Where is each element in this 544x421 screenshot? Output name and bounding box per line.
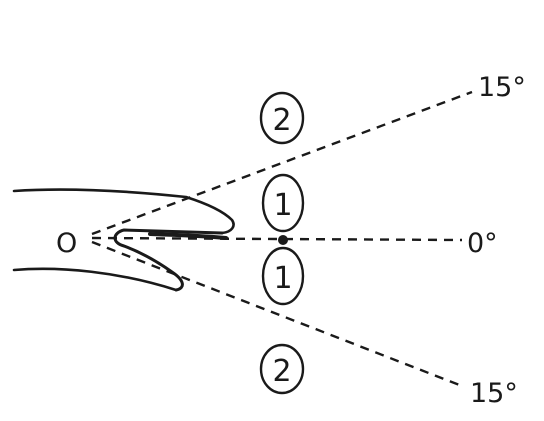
lower-15-degree-line [91,240,463,388]
angle-label-top: 15° [478,72,526,103]
gripper-lower-edge [12,267,178,292]
gripper-sketch [12,188,235,292]
marker-upper-outer: 2 [259,91,305,145]
angle-label-bottom: 15° [470,378,518,409]
gripper-upper-edge [12,188,235,235]
svg-text:2: 2 [272,354,291,389]
center-0-degree-line [91,236,463,242]
marker-lower-outer: 2 [259,343,305,395]
marker-lower-inner: 1 [261,246,305,306]
marker-upper-inner: 1 [261,173,305,233]
jaw-tip-shadow [148,232,228,240]
origin-label: O [56,228,77,259]
svg-text:2: 2 [272,103,291,138]
upper-15-degree-line [91,90,473,236]
svg-text:1: 1 [273,188,292,223]
contact-point [278,235,288,245]
angle-label-center: 0° [467,228,498,259]
svg-text:1: 1 [273,261,292,296]
sight-lines [91,90,473,388]
gripper-inner-jaw [113,228,224,292]
